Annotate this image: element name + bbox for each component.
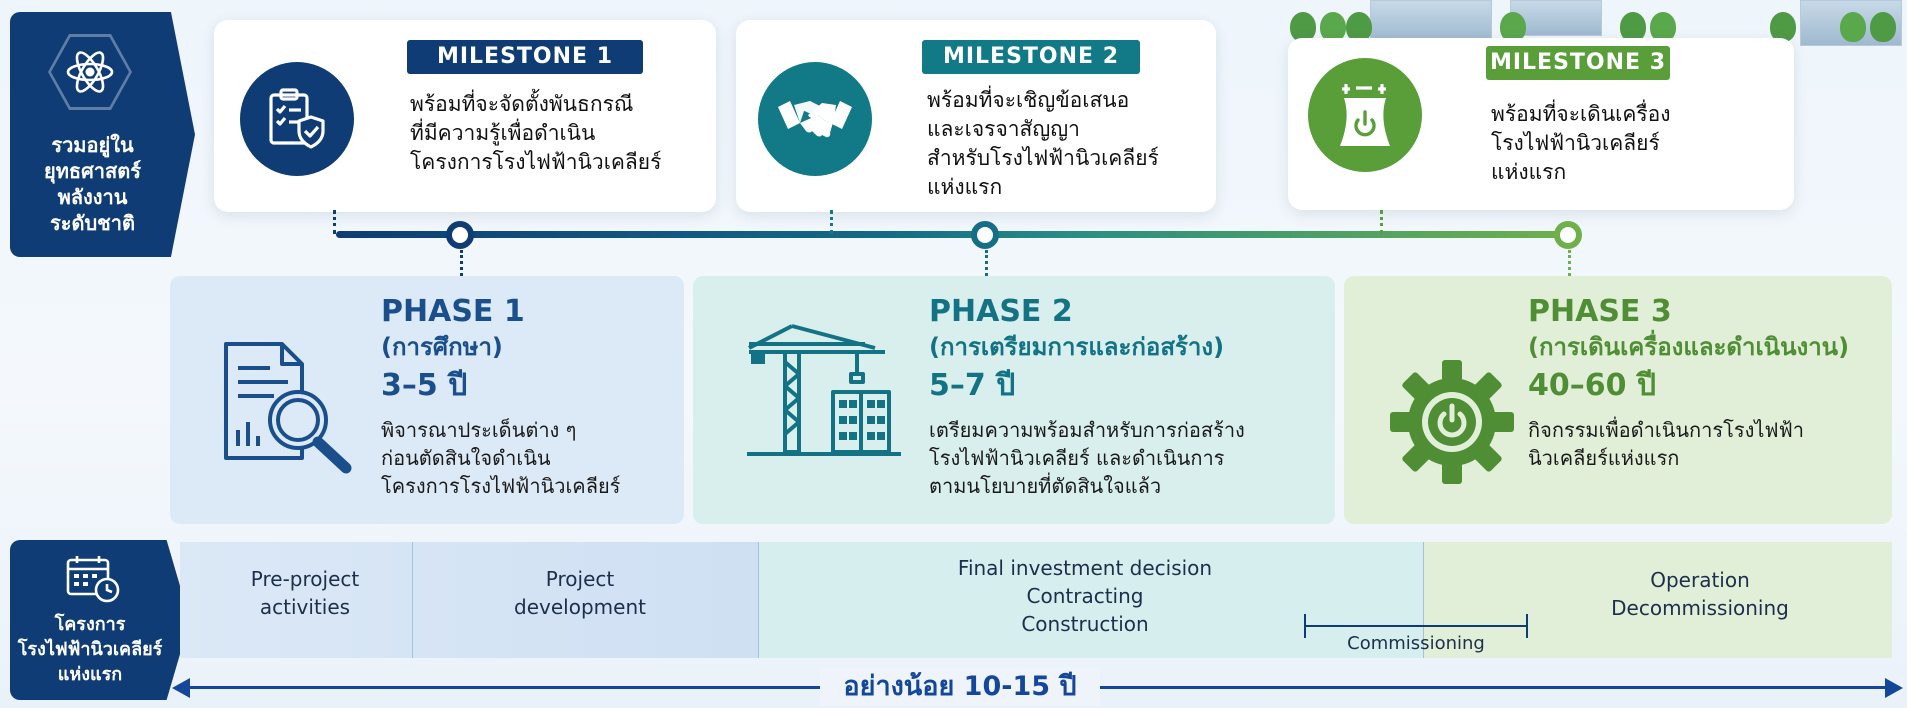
- phase-3-panel: PHASE 3 (การเดินเครื่องและดำเนินงาน) 40–…: [1344, 276, 1892, 524]
- activity-divider-1: [412, 542, 413, 658]
- commissioning-bracket-right: [1526, 614, 1528, 638]
- activity-project-development: Project development: [514, 567, 646, 619]
- duration-label: อย่างน้อย 10-15 ปี: [820, 668, 1100, 706]
- phase-3-subtitle: (การเดินเครื่องและดำเนินงาน): [1528, 333, 1850, 361]
- phase-2-description: เตรียมความพร้อมสำหรับการก่อสร้าง โรงไฟฟ้…: [929, 418, 1245, 498]
- milestone-1-connector: [333, 210, 336, 234]
- activity-commissioning: Commissioning: [1347, 633, 1485, 654]
- phase-3-connector: [1568, 250, 1571, 276]
- timeline-dot-3: [1554, 221, 1582, 249]
- activity-operation: Operation Decommissioning: [1611, 568, 1789, 620]
- arrow-head-right: [1885, 678, 1903, 698]
- scenery-decoration: [1240, 0, 1907, 60]
- activity-divider-2: [758, 542, 759, 658]
- milestone-2-connector: [830, 210, 833, 234]
- strategy-ribbon: รวมอยู่ใน ยุทธศาสตร์ พลังงาน ระดับชาติ: [10, 12, 195, 257]
- timeline-dot-2: [971, 221, 999, 249]
- phase-3-title: PHASE 3: [1528, 294, 1672, 329]
- phase-1-description: พิจารณาประเด็นต่าง ๆ ก่อนตัดสินใจดำเนิน …: [381, 418, 621, 498]
- milestone-3-connector: [1380, 210, 1383, 234]
- phase-1-connector: [460, 250, 463, 276]
- activity-fid-construction: Final investment decision Contracting Co…: [957, 556, 1213, 636]
- milestone-card-2: MILESTONE 2 พร้อมที่จะเชิญข้อเสนอ และเจร…: [736, 20, 1216, 212]
- project-ribbon: โครงการ โรงไฟฟ้านิวเคลียร์ แห่งแรก: [10, 540, 190, 700]
- strategy-ribbon-text: รวมอยู่ใน ยุทธศาสตร์ พลังงาน ระดับชาติ: [44, 133, 141, 235]
- activity-strip-blue: [180, 542, 758, 658]
- phase-3-duration: 40–60 ปี: [1528, 368, 1656, 403]
- timeline-dot-1: [446, 221, 474, 249]
- milestone-1-text: พร้อมที่จะจัดตั้งพันธกรณี ที่มีความรู้เพ…: [410, 92, 662, 174]
- milestone-card-3: MILESTONE 3 พร้อมที่จะเดินเครื่อง โรงไฟฟ…: [1288, 38, 1794, 210]
- phase-2-panel: PHASE 2 (การเตรียมการและก่อสร้าง) 5–7 ปี…: [693, 276, 1335, 524]
- activity-strip-teal: [758, 542, 1423, 658]
- phase-3-description: กิจกรรมเพื่อดำเนินการโรงไฟฟ้า นิวเคลียร์…: [1528, 418, 1804, 470]
- phase-2-duration: 5–7 ปี: [929, 368, 1016, 403]
- milestone-2-label: MILESTONE 2: [922, 40, 1140, 74]
- milestone-3-label: MILESTONE 3: [1486, 46, 1670, 80]
- phase-1-subtitle: (การศึกษา): [381, 333, 503, 361]
- milestone-1-label: MILESTONE 1: [407, 40, 643, 74]
- power-plant-icon: [1308, 58, 1422, 172]
- power-gear-icon: [1388, 358, 1516, 490]
- arrow-head-left: [172, 678, 190, 698]
- phase-2-connector: [985, 250, 988, 276]
- construction-crane-icon: [745, 322, 905, 464]
- activity-strip-green: [1423, 542, 1892, 658]
- milestone-timeline: [336, 231, 1576, 238]
- project-ribbon-text: โครงการ โรงไฟฟ้านิวเคลียร์ แห่งแรก: [17, 614, 163, 685]
- phase-1-title: PHASE 1: [381, 294, 525, 329]
- atom-icon: [48, 34, 132, 110]
- activity-pre-project: Pre-project activities: [250, 567, 360, 619]
- commissioning-bracket: [1305, 625, 1527, 627]
- checklist-shield-icon: [240, 62, 354, 176]
- commissioning-bracket-left: [1304, 614, 1306, 638]
- phase-2-subtitle: (การเตรียมการและก่อสร้าง): [929, 333, 1225, 361]
- milestone-card-1: MILESTONE 1 พร้อมที่จะจัดตั้งพันธกรณี ที…: [214, 20, 716, 212]
- milestone-3-text: พร้อมที่จะเดินเครื่อง โรงไฟฟ้านิวเคลียร์…: [1491, 102, 1671, 184]
- document-magnifier-icon: [218, 338, 364, 482]
- handshake-icon: [758, 62, 872, 176]
- phase-1-duration: 3–5 ปี: [381, 368, 468, 403]
- milestone-2-text: พร้อมที่จะเชิญข้อเสนอ และเจรจาสัญญา สำหร…: [927, 88, 1159, 199]
- calendar-clock-icon: [65, 554, 123, 608]
- activity-divider-3: [1423, 542, 1424, 658]
- phase-2-title: PHASE 2: [929, 294, 1073, 329]
- phase-1-panel: PHASE 1 (การศึกษา) 3–5 ปี พิจารณาประเด็น…: [170, 276, 684, 524]
